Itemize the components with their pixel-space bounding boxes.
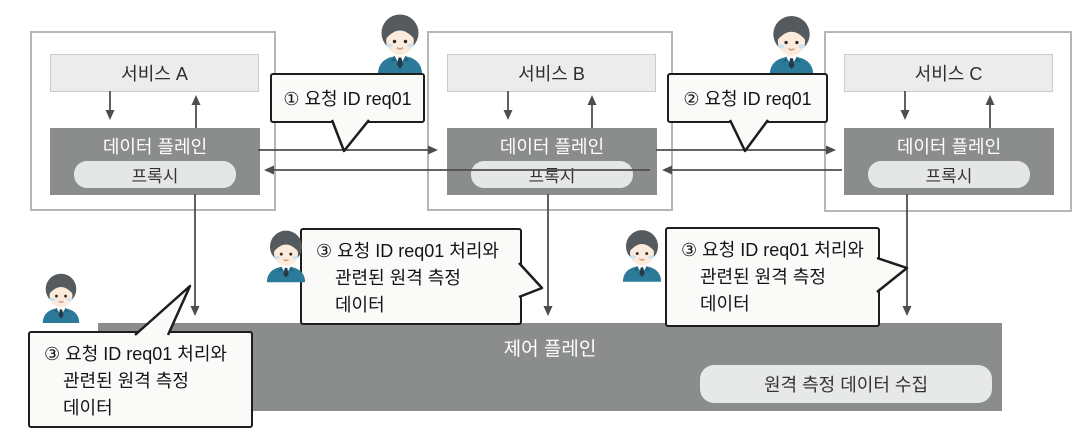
- proxy-b-label: 프록시: [528, 167, 576, 186]
- telemetry-middle-line3: 데이터: [335, 295, 385, 315]
- bubble-request-2-tail: [728, 119, 770, 153]
- service-b-group: 서비스 B 데이터 플레인 프록시: [427, 31, 673, 211]
- telemetry-collector-box: 원격 측정 데이터 수집: [700, 365, 992, 403]
- service-c-label: 서비스 C: [914, 64, 983, 84]
- office-worker-icon: [769, 15, 814, 75]
- data-plane-b: 데이터 플레인 프록시: [447, 128, 657, 195]
- service-a-label: 서비스 A: [121, 64, 188, 84]
- telemetry-right-line1: ③ 요청 ID req01 처리와: [681, 240, 864, 260]
- service-b-box: 서비스 B: [447, 54, 656, 92]
- data-plane-c-label: 데이터 플레인: [896, 137, 1002, 157]
- office-worker-icon: [377, 13, 423, 75]
- telemetry-left-line1: ③ 요청 ID req01 처리와: [44, 344, 227, 364]
- proxy-a: 프록시: [74, 161, 236, 188]
- data-plane-b-label: 데이터 플레인: [499, 137, 605, 157]
- bubble-request-1: ① 요청 ID req01: [270, 73, 425, 123]
- service-c-group: 서비스 C 데이터 플레인 프록시: [824, 31, 1072, 212]
- data-plane-a-label: 데이터 플레인: [102, 137, 208, 157]
- bubble-request-1-tail: [330, 119, 370, 153]
- control-plane-label: 제어 플레인: [503, 339, 597, 360]
- telemetry-right-line3: 데이터: [700, 294, 750, 314]
- office-worker-icon: [266, 230, 306, 283]
- service-a-group: 서비스 A 데이터 플레인 프록시: [30, 31, 276, 211]
- proxy-b: 프록시: [471, 161, 633, 188]
- telemetry-right-line2: 관련된 원격 측정: [700, 267, 826, 287]
- bubble-telemetry-left: ③ 요청 ID req01 처리와 관련된 원격 측정 데이터: [28, 331, 253, 428]
- bubble-request-1-text: ① 요청 ID req01: [283, 89, 412, 109]
- proxy-c-label: 프록시: [925, 167, 973, 186]
- proxy-a-label: 프록시: [131, 167, 179, 186]
- data-plane-c: 데이터 플레인 프록시: [844, 128, 1054, 195]
- telemetry-middle-line2: 관련된 원격 측정: [335, 268, 461, 288]
- telemetry-left-line3: 데이터: [63, 398, 113, 418]
- bubble-telemetry-middle: ③ 요청 ID req01 처리와 관련된 원격 측정 데이터: [300, 228, 522, 325]
- service-a-box: 서비스 A: [50, 54, 259, 92]
- telemetry-middle-line1: ③ 요청 ID req01 처리와: [316, 241, 499, 261]
- telemetry-collector-label: 원격 측정 데이터 수집: [763, 375, 929, 395]
- bubble-request-2: ② 요청 ID req01: [667, 73, 828, 123]
- service-c-box: 서비스 C: [844, 54, 1053, 92]
- bubble-telemetry-right: ③ 요청 ID req01 처리와 관련된 원격 측정 데이터: [665, 227, 880, 327]
- bubble-request-2-text: ② 요청 ID req01: [683, 89, 812, 109]
- office-worker-icon: [622, 229, 662, 283]
- office-worker-icon: [42, 273, 80, 323]
- service-b-label: 서비스 B: [518, 64, 585, 84]
- data-plane-a: 데이터 플레인 프록시: [50, 128, 260, 195]
- telemetry-left-line2: 관련된 원격 측정: [63, 371, 189, 391]
- proxy-c: 프록시: [868, 161, 1030, 188]
